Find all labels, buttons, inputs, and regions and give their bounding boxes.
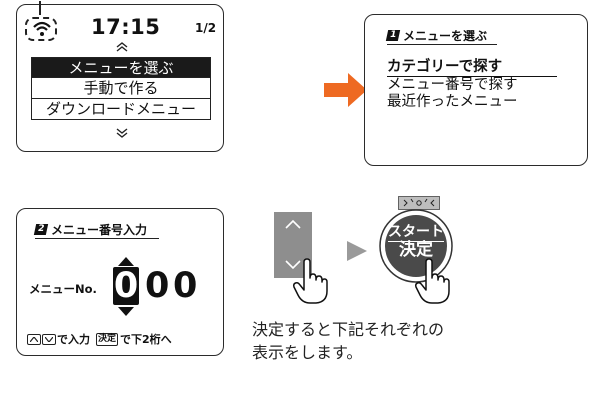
transition-arrow-icon	[324, 73, 367, 107]
select-menu-screen: 1 メニューを選ぶ カテゴリーで探す メニュー番号で探す 最近作ったメニュー	[364, 14, 588, 166]
digit-1-active[interactable]: 0	[113, 266, 139, 306]
digit-3[interactable]: 0	[173, 266, 198, 306]
up-down-key[interactable]	[274, 212, 312, 278]
header-divider	[35, 238, 159, 240]
start-confirm-button[interactable]: スタート 決定	[378, 208, 454, 288]
hand-pointer-icon	[292, 258, 328, 304]
option-by-menu-number[interactable]: メニュー番号で探す	[387, 77, 518, 94]
caption-line-1: 決定すると下記それぞれの	[252, 320, 445, 339]
chevron-up-down-icon	[285, 219, 301, 270]
next-step-arrow-icon	[347, 241, 367, 261]
screen-header: 2 メニュー番号入力	[33, 221, 148, 238]
input-help: で入力 決定 で下2桁へ	[27, 331, 172, 347]
search-options-list: カテゴリーで探す メニュー番号で探す 最近作ったメニュー	[387, 59, 567, 111]
screen-title: メニューを選ぶ	[403, 29, 488, 43]
decrement-arrow-icon	[118, 307, 134, 316]
menu-item-select-menu[interactable]: メニューを選ぶ	[31, 57, 211, 78]
instruction-caption: 決定すると下記それぞれの 表示をします。	[252, 318, 444, 364]
home-menu-screen: 17:15 1/2 メニューを選ぶ 手動で作る ダウンロードメニュー	[16, 1, 224, 152]
wifi-callout-line	[39, 1, 41, 15]
help-input-text: で入力	[57, 333, 90, 346]
hand-pointer-icon	[414, 258, 450, 304]
wifi-icon	[33, 21, 51, 36]
page-indicator: 1/2	[195, 21, 217, 35]
clock-time: 17:15	[91, 15, 161, 39]
menu-item-download[interactable]: ダウンロードメニュー	[31, 99, 211, 120]
screen-title: メニュー番号入力	[51, 223, 148, 237]
confirm-label: 決定	[399, 240, 433, 260]
step-number-badge: 2	[33, 224, 49, 235]
increment-arrow-icon	[118, 257, 134, 266]
menu-no-label: メニューNo.	[29, 282, 97, 296]
down-key-icon	[42, 333, 56, 345]
main-menu-list: メニューを選ぶ 手動で作る ダウンロードメニュー	[31, 57, 211, 120]
option-by-category[interactable]: カテゴリーで探す	[387, 59, 567, 77]
caption-line-2: 表示をします。	[252, 343, 363, 362]
header-divider	[387, 44, 497, 46]
step-number-badge: 1	[385, 30, 401, 41]
wifi-status	[25, 17, 57, 41]
confirm-key-label: 決定	[96, 332, 119, 346]
help-next-text: で下2桁へ	[120, 333, 172, 346]
menu-item-manual[interactable]: 手動で作る	[31, 78, 211, 99]
up-key-icon	[27, 333, 41, 345]
scroll-up-icon	[116, 42, 128, 52]
digit-2[interactable]: 0	[145, 266, 170, 306]
scroll-down-icon	[116, 128, 128, 138]
option-recent-menu[interactable]: 最近作ったメニュー	[387, 94, 518, 111]
screen-header: 1 メニューを選ぶ	[385, 27, 488, 44]
menu-number-input-screen: 2 メニュー番号入力 メニューNo. 0 0 0 で入力 決定 で下2桁へ	[16, 208, 224, 356]
beep-icon	[398, 196, 440, 210]
